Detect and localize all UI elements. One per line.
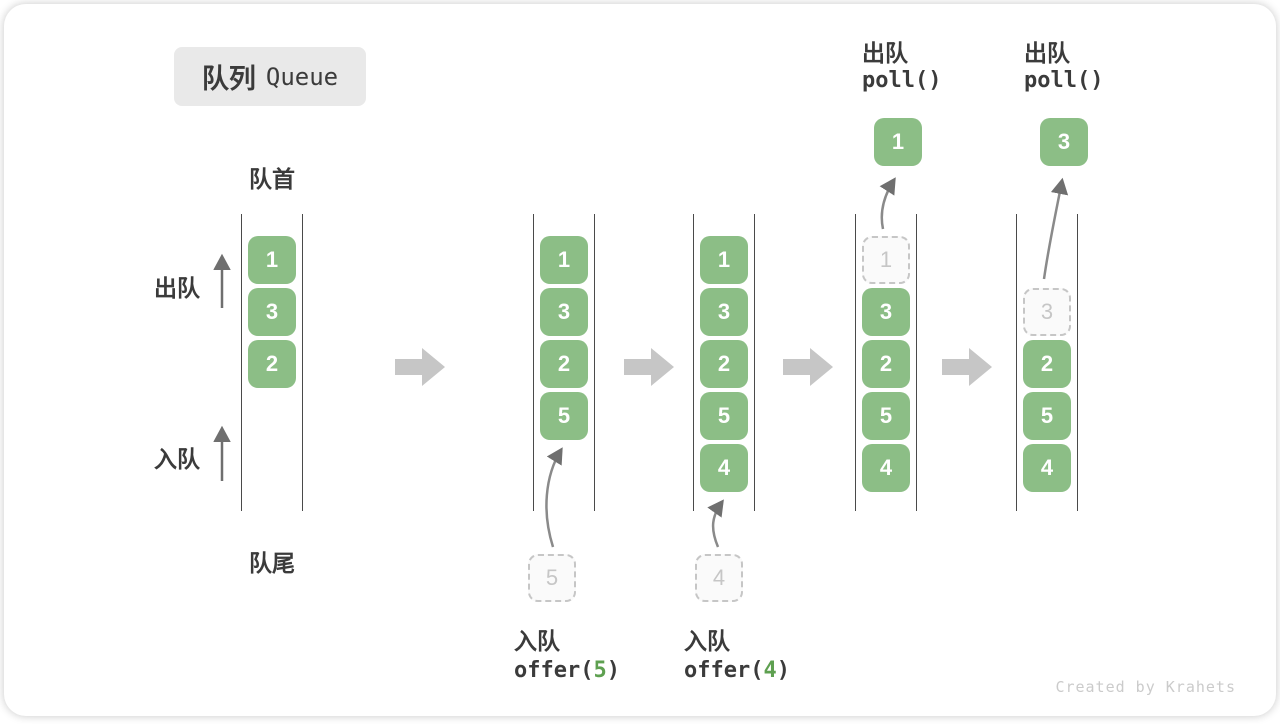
code-arg: 5: [593, 658, 607, 683]
queue-cell-value: 1: [265, 247, 279, 272]
queue-cell-value: 5: [879, 403, 893, 428]
dequeue-op-code: poll(): [862, 68, 942, 93]
queue-cell: 2: [1023, 340, 1071, 388]
queue-cell-value: 2: [265, 351, 279, 376]
queue-cell: 4: [862, 444, 910, 492]
queue-cell-value: 2: [879, 351, 893, 376]
queue-cell: 2: [248, 340, 296, 388]
popped-cell-value: 1: [891, 129, 905, 154]
queue-cell-value: 3: [879, 299, 893, 324]
code-suffix: ): [606, 658, 620, 683]
queue-cell-value: 3: [557, 299, 571, 324]
enqueue-op-code: offer(4): [684, 658, 790, 683]
queue-cell: 5: [862, 392, 910, 440]
queue-cell: 3: [248, 288, 296, 336]
title-en: Queue: [265, 62, 339, 91]
queue-cell: 3: [540, 288, 588, 336]
queue-cell-value: 1: [557, 247, 571, 272]
queue-cell-value: 3: [265, 299, 279, 324]
queue-cell-value: 2: [717, 351, 731, 376]
queue-rear-label: 队尾: [249, 550, 295, 576]
queue-cell: 2: [862, 340, 910, 388]
queue-cell: 4: [700, 444, 748, 492]
enqueue-side-label: 入队: [154, 446, 200, 472]
queue-cell-value: 4: [717, 455, 731, 480]
dequeue-op-code: poll(): [1024, 68, 1104, 93]
arrow-layer: [213, 177, 1069, 548]
watermark: Created by Krahets: [1055, 678, 1236, 696]
queue-cell: 3: [862, 288, 910, 336]
queue-cell-value: 1: [879, 247, 893, 272]
queue-walls: [855, 214, 917, 511]
pending-cell: 4: [695, 554, 743, 602]
popped-cell: 3: [1040, 118, 1088, 166]
code-suffix: ): [776, 658, 790, 683]
queue-cell-value: 4: [1040, 455, 1054, 480]
queue-cell-dashed: 3: [1023, 288, 1071, 336]
title-zh: 队列: [201, 64, 256, 94]
enqueue-op-label: 入队: [684, 628, 730, 654]
step-arrow-icon: [395, 348, 445, 386]
queue-cell: 2: [700, 340, 748, 388]
queue-cell: 5: [1023, 392, 1071, 440]
step-arrow-icon: [942, 348, 992, 386]
code-prefix: offer(: [684, 658, 764, 683]
queue-walls: [1016, 214, 1078, 511]
step-arrow-icon: [624, 348, 674, 386]
queue-front-label: 队首: [249, 166, 295, 192]
enqueue-op-label: 入队: [514, 628, 560, 654]
step-arrow-icon: [783, 348, 833, 386]
queue-cell-value: 2: [1040, 351, 1054, 376]
dequeue-op-label: 出队: [1024, 40, 1070, 66]
queue-cell: 5: [700, 392, 748, 440]
queue-cell-value: 5: [1040, 403, 1054, 428]
queue-cell: 3: [700, 288, 748, 336]
queue-cell-value: 5: [717, 403, 731, 428]
queue-walls: [533, 214, 595, 511]
pending-cell: 5: [528, 554, 576, 602]
dequeue-side-label: 出队: [154, 275, 200, 301]
queue-walls: [241, 214, 303, 511]
code-prefix: offer(: [514, 658, 594, 683]
pending-cell-value: 5: [545, 565, 559, 590]
queue-cell: 1: [540, 236, 588, 284]
queue-cell-value: 3: [717, 299, 731, 324]
queue-cell-value: 2: [557, 351, 571, 376]
popped-cell-value: 3: [1057, 129, 1071, 154]
queue-cell-value: 5: [557, 403, 571, 428]
queue-cell-value: 3: [1040, 299, 1054, 324]
queue-cell-dashed: 1: [862, 236, 910, 284]
title-box: 队列 Queue: [174, 47, 366, 106]
enqueue-op-code: offer(5): [514, 658, 620, 683]
queue-cell: 1: [700, 236, 748, 284]
dequeue-op-label: 出队: [862, 40, 908, 66]
queue-walls: [693, 214, 755, 511]
code-arg: 4: [763, 658, 777, 683]
queue-cell: 1: [248, 236, 296, 284]
popped-cell: 1: [874, 118, 922, 166]
queue-cell: 4: [1023, 444, 1071, 492]
pending-cell-value: 4: [712, 565, 726, 590]
queue-cell: 5: [540, 392, 588, 440]
queue-cell-value: 1: [717, 247, 731, 272]
queue-cell-value: 4: [879, 455, 893, 480]
queue-cell: 2: [540, 340, 588, 388]
